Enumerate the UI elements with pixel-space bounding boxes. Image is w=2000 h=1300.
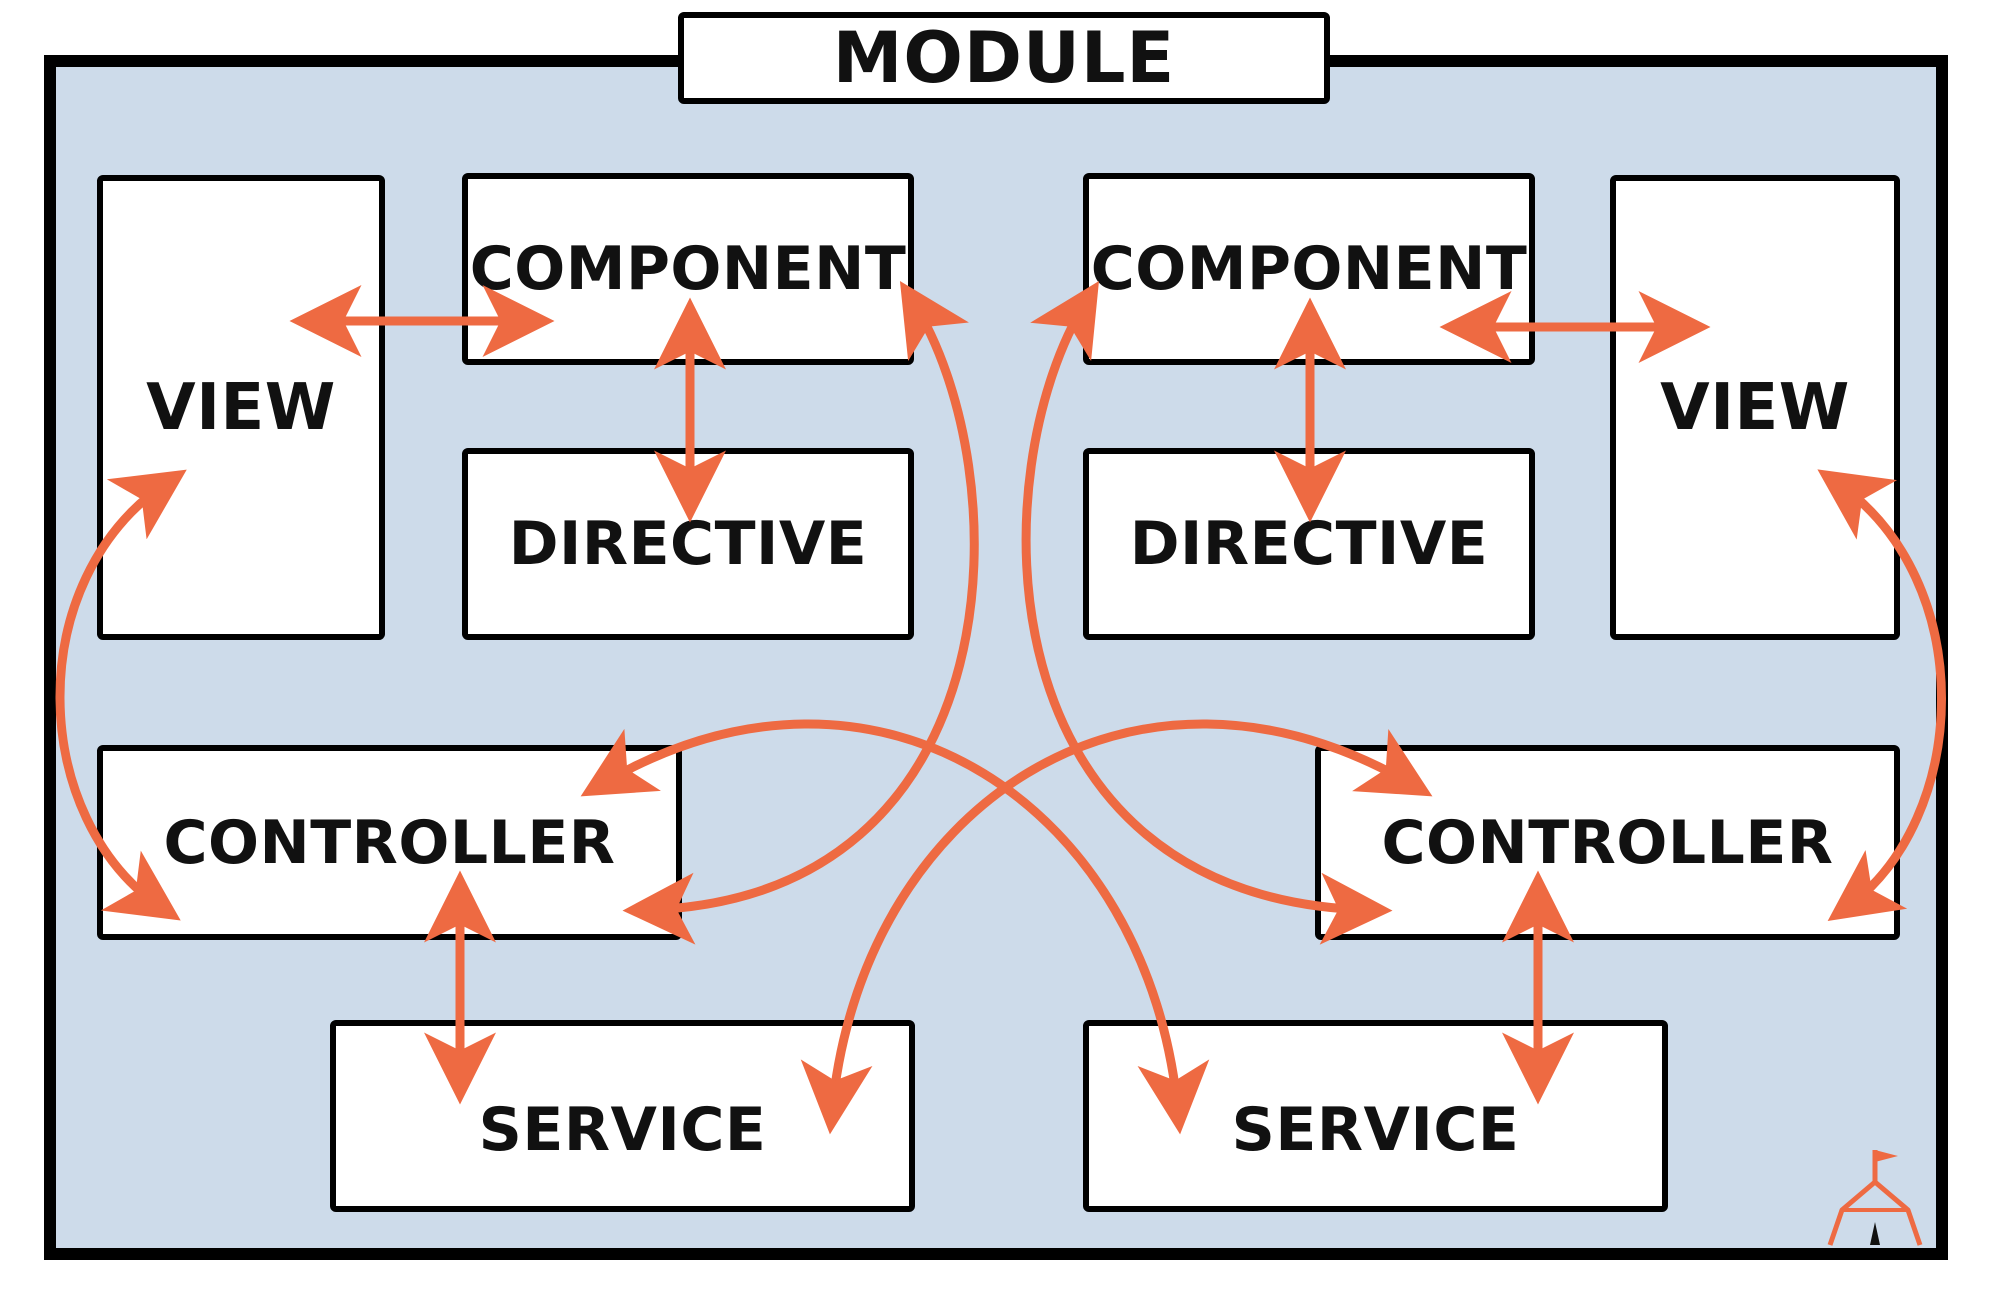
- tent-flag-icon: [1827, 1150, 1923, 1246]
- arrow-controller-service-cross-right: [800, 719, 1433, 1135]
- controller-label-left: CONTROLLER: [163, 807, 616, 878]
- arrow-view-controller-right: [1817, 469, 1946, 922]
- arrow-component-controller-right: [1021, 280, 1393, 945]
- module-title: MODULE: [678, 12, 1330, 104]
- view-label-right: VIEW: [1660, 370, 1850, 445]
- arrow-view-controller-left: [55, 469, 187, 921]
- controller-label-right: CONTROLLER: [1381, 807, 1834, 878]
- module-title-label: MODULE: [832, 17, 1176, 99]
- view-label-left: VIEW: [146, 370, 336, 445]
